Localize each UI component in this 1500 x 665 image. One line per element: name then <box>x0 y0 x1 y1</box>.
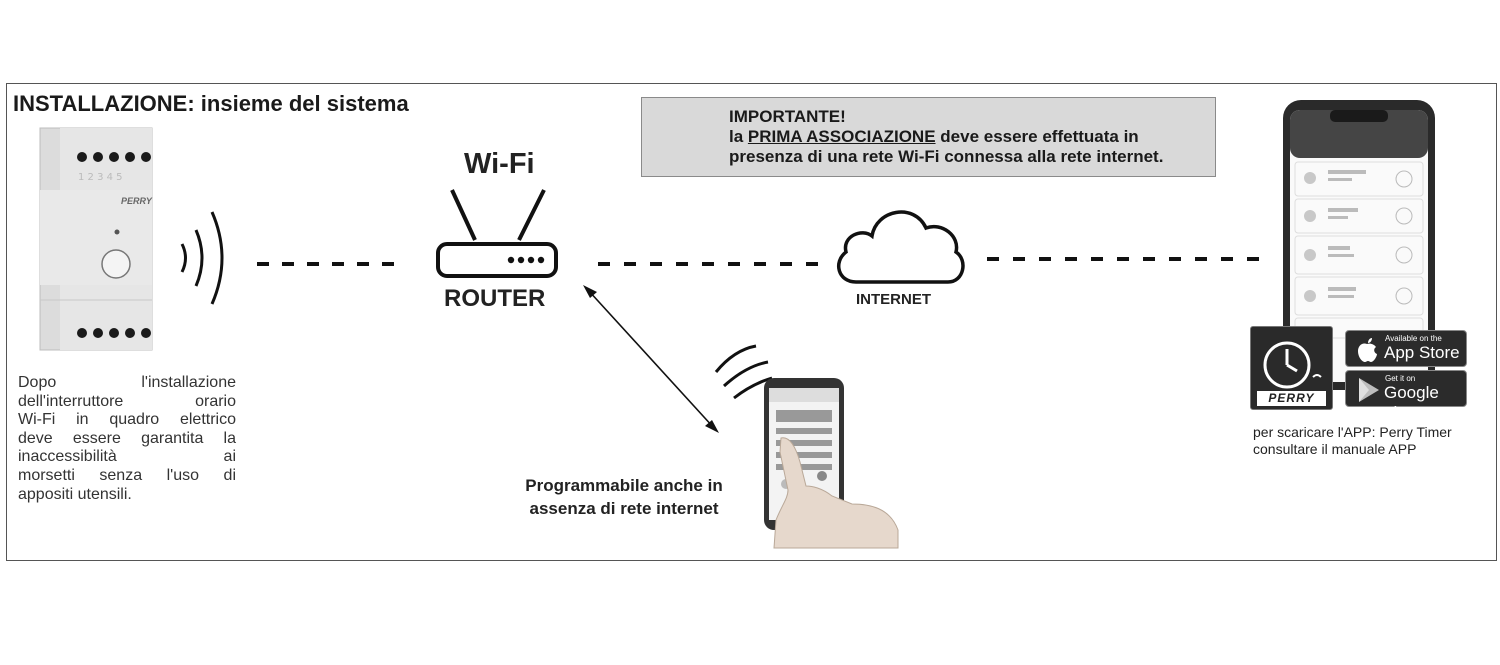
app-store-small-text: Available on the <box>1385 334 1442 343</box>
app-smartphone <box>1283 100 1435 390</box>
description-line: appositi utensili. <box>18 485 132 503</box>
wifi-label: Wi-Fi <box>464 148 535 180</box>
dotted-link-device-router <box>257 262 394 266</box>
page-title: INSTALLAZIONE: insieme del sistema <box>13 91 409 116</box>
warning-emphasis: PRIMA ASSOCIAZIONE <box>747 127 936 146</box>
description-line: dell'interruttore orario <box>18 392 236 410</box>
programmable-line: assenza di rete internet <box>529 499 719 518</box>
app-store-badge[interactable]: Available on the App Store <box>1345 330 1467 367</box>
description-line: Wi-Fi in quadro elettrico <box>18 411 236 429</box>
description-line: Dopo l'installazione <box>18 374 236 391</box>
hand-icon <box>773 437 899 549</box>
device-brand-label: PERRY <box>121 196 153 206</box>
app-brand-label: PERRY <box>1257 391 1326 406</box>
google-play-small-text: Get it on <box>1385 374 1416 383</box>
programmable-note: Programmabile anche in assenza di rete i… <box>500 474 748 520</box>
timer-device: 1 2 3 4 5 <box>39 127 153 351</box>
router-label: ROUTER <box>444 285 546 312</box>
apple-icon <box>1358 338 1377 362</box>
app-download-note: per scaricare l'APP: Perry Timer consult… <box>1253 424 1452 458</box>
app-note-line: per scaricare l'APP: Perry Timer <box>1253 424 1452 440</box>
dotted-link-internet-phone <box>987 257 1259 261</box>
google-play-label: Google play <box>1384 383 1439 422</box>
programmable-line: Programmabile anche in <box>525 476 723 495</box>
phone-signal-icon <box>714 344 773 400</box>
play-icon <box>1359 378 1379 402</box>
warning-line-1-suffix: deve essere effettuata in <box>935 127 1139 146</box>
google-play-badge[interactable]: Get it on Google play <box>1345 370 1467 422</box>
device-signal-icon <box>180 211 224 305</box>
warning-line-2: presenza di una rete Wi-Fi connessa alla… <box>729 147 1164 166</box>
app-store-label: App Store <box>1384 343 1460 362</box>
router-icon <box>436 189 558 278</box>
warning-box: IMPORTANTE! la PRIMA ASSOCIAZIONE deve e… <box>641 97 1216 177</box>
diagram-frame <box>6 83 1497 561</box>
warning-text: IMPORTANTE! la PRIMA ASSOCIAZIONE deve e… <box>729 107 1163 167</box>
direct-link-arrow <box>583 285 719 433</box>
warning-line-1: la PRIMA ASSOCIAZIONE deve essere effett… <box>729 127 1163 147</box>
app-note-line: consultare il manuale APP <box>1253 441 1417 457</box>
dotted-link-router-internet <box>598 262 818 266</box>
perry-timer-app-icon: PERRY <box>1250 326 1333 410</box>
description-line: deve essere garantita la <box>18 429 236 447</box>
description-line: inaccessibilità ai <box>18 448 236 466</box>
warning-line-1-prefix: la <box>729 127 748 146</box>
cloud-icon <box>836 210 965 284</box>
clock-icon <box>1263 341 1322 389</box>
svg-text:1 2 3 4 5: 1 2 3 4 5 <box>78 172 123 183</box>
warning-heading: IMPORTANTE! <box>729 107 846 126</box>
device-description: Dopo l'installazione dell'interruttore o… <box>18 374 236 504</box>
internet-label: INTERNET <box>856 291 931 308</box>
description-line: morsetti senza l'uso di <box>18 466 236 484</box>
